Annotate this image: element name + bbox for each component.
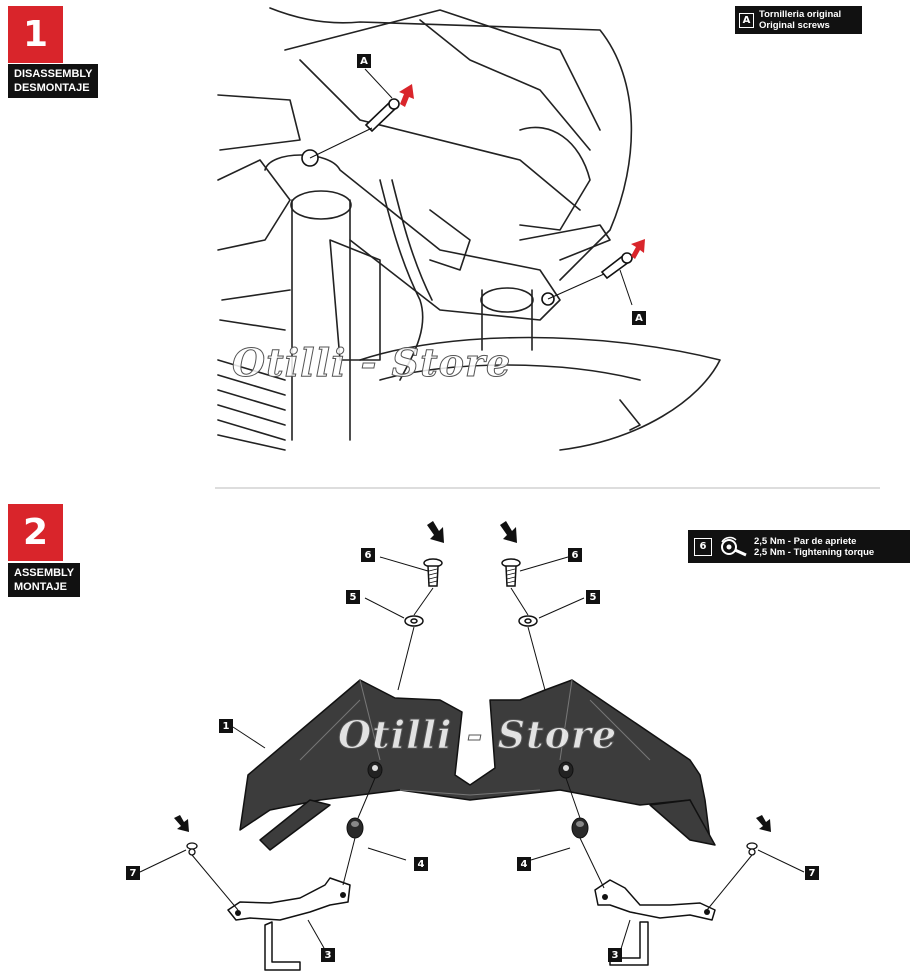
step-2-label: ASSEMBLY MONTAJE [8,563,81,597]
callout-5-right: 5 [586,590,600,604]
callout-a-lower: A [632,311,646,325]
legend-original-screws: A Tornilleria original Original screws [735,6,862,34]
callout-6-right: 6 [568,548,582,562]
watermark-upper: Otilli - Store [231,340,512,386]
step-1-label-en: DISASSEMBLY [14,68,93,80]
arrow-down-right-clip-icon [756,815,771,832]
legend-torque-es: 2,5 Nm - Par de apriete [754,535,857,547]
step-1-label-es: DESMONTAJE [14,82,90,94]
callout-4-left: 4 [414,857,428,871]
legend-screws-es: Tornilleria original [759,9,842,20]
torque-wrench-icon [721,536,747,556]
legend-key-6: 6 [694,537,712,556]
legend-torque-en: 2,5 Nm - Tightening torque [754,546,875,558]
legend-key-a: A [739,12,754,28]
legend-screws-en: Original screws [759,20,830,31]
arrow-down-left-clip-icon [174,815,189,832]
step-2-number: 2 [22,512,49,553]
callout-7-left: 7 [126,866,140,880]
step-1-number: 1 [22,14,49,55]
callout-a-upper: A [357,54,371,68]
callout-3-left: 3 [321,948,335,962]
callout-4-right: 4 [517,857,531,871]
callout-3-right: 3 [608,948,622,962]
step-2-label-es: MONTAJE [14,581,67,593]
arrow-down-right-screw-icon [500,521,517,543]
callout-1: 1 [219,719,233,733]
callout-7-right: 7 [805,866,819,880]
step-2-badge: 2 [8,504,63,561]
watermark-lower: Otilli - Store [337,712,618,758]
step-1-label: DISASSEMBLY DESMONTAJE [8,64,99,98]
step-1-badge: 1 [8,6,63,63]
callout-5-left: 5 [346,590,360,604]
callout-6-left: 6 [361,548,375,562]
legend-tightening-torque: 6 2,5 Nm - Par de apriete 2,5 Nm - Tight… [688,530,910,563]
step-2-label-en: ASSEMBLY [14,567,75,579]
arrow-down-left-screw-icon [427,521,444,543]
